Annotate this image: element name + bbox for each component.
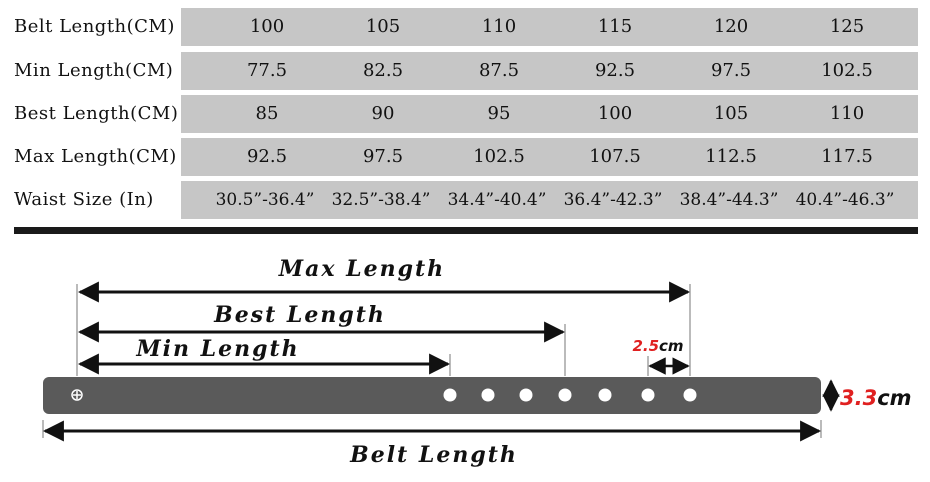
belt-hole (598, 388, 612, 402)
cell: 38.4”-44.3” (679, 190, 779, 210)
belt-hole (443, 388, 457, 402)
table-row-min-length: Min Length(CM) 77.5 82.5 87.5 92.5 97.5 … (0, 52, 918, 90)
min-length-label: Min Length (135, 336, 299, 362)
row-label: Min Length(CM) (14, 60, 174, 81)
cell: 92.5 (594, 60, 636, 81)
cell: 105 (365, 16, 401, 37)
cell: 85 (255, 103, 279, 124)
cell: 100 (597, 103, 633, 124)
hole-spacing-value: 2.5 (632, 337, 659, 355)
belt-hole (641, 388, 655, 402)
row-label: Max Length(CM) (14, 146, 177, 167)
cell: 125 (829, 16, 865, 37)
cell: 120 (713, 16, 749, 37)
cell: 102.5 (821, 60, 873, 81)
width-label: 3.3cm (840, 386, 912, 410)
cell: 100 (249, 16, 285, 37)
belt-hole (683, 388, 697, 402)
row-label: Waist Size (In) (14, 189, 154, 210)
row-label: Belt Length(CM) (14, 16, 175, 37)
table-row-belt-length: Belt Length(CM) 100 105 110 115 120 125 (0, 8, 918, 46)
cell: 102.5 (473, 146, 525, 167)
row-label: Best Length(CM) (14, 103, 179, 124)
cell: 82.5 (362, 60, 404, 81)
hole-spacing-unit: cm (659, 337, 684, 355)
belt-length-label: Belt Length (349, 442, 518, 468)
cell: 36.4”-42.3” (563, 190, 663, 210)
cell: 97.5 (362, 146, 404, 167)
cell: 92.5 (246, 146, 288, 167)
belt-hole (519, 388, 533, 402)
hole-spacing-label: 2.5cm (632, 337, 683, 355)
cell: 90 (371, 103, 395, 124)
section-divider (14, 227, 918, 234)
table-row-best-length: Best Length(CM) 85 90 95 100 105 110 (0, 95, 918, 133)
cell: 87.5 (478, 60, 520, 81)
cell: 112.5 (705, 146, 757, 167)
row-cells: 85 90 95 100 105 110 (181, 95, 918, 133)
belt-hole (481, 388, 495, 402)
row-cells: 77.5 82.5 87.5 92.5 97.5 102.5 (181, 52, 918, 90)
table-row-waist-size: Waist Size (In) 30.5”-36.4” 32.5”-38.4” … (0, 181, 918, 219)
width-unit: cm (877, 386, 911, 410)
cell: 32.5”-38.4” (331, 190, 431, 210)
belt-strap (43, 377, 821, 414)
max-length-label: Max Length (278, 256, 445, 282)
cell: 117.5 (821, 146, 873, 167)
best-length-label: Best Length (213, 302, 386, 328)
cell: 97.5 (710, 60, 752, 81)
cell: 110 (481, 16, 517, 37)
cell: 40.4”-46.3” (795, 190, 895, 210)
cell: 107.5 (589, 146, 641, 167)
row-cells: 30.5”-36.4” 32.5”-38.4” 34.4”-40.4” 36.4… (181, 181, 918, 219)
cell: 105 (713, 103, 749, 124)
cell: 110 (829, 103, 865, 124)
cell: 77.5 (246, 60, 288, 81)
belt-hole (558, 388, 572, 402)
belt-diagram: Max Length Best Length Min Length 2.5cm … (42, 256, 912, 468)
table-row-max-length: Max Length(CM) 92.5 97.5 102.5 107.5 112… (0, 138, 918, 176)
row-cells: 92.5 97.5 102.5 107.5 112.5 117.5 (181, 138, 918, 176)
cell: 34.4”-40.4” (447, 190, 547, 210)
cell: 115 (597, 16, 633, 37)
cell: 30.5”-36.4” (215, 190, 315, 210)
row-cells: 100 105 110 115 120 125 (181, 8, 918, 46)
rivet-icon (71, 389, 83, 401)
cell: 95 (487, 103, 511, 124)
width-value: 3.3 (840, 386, 877, 410)
